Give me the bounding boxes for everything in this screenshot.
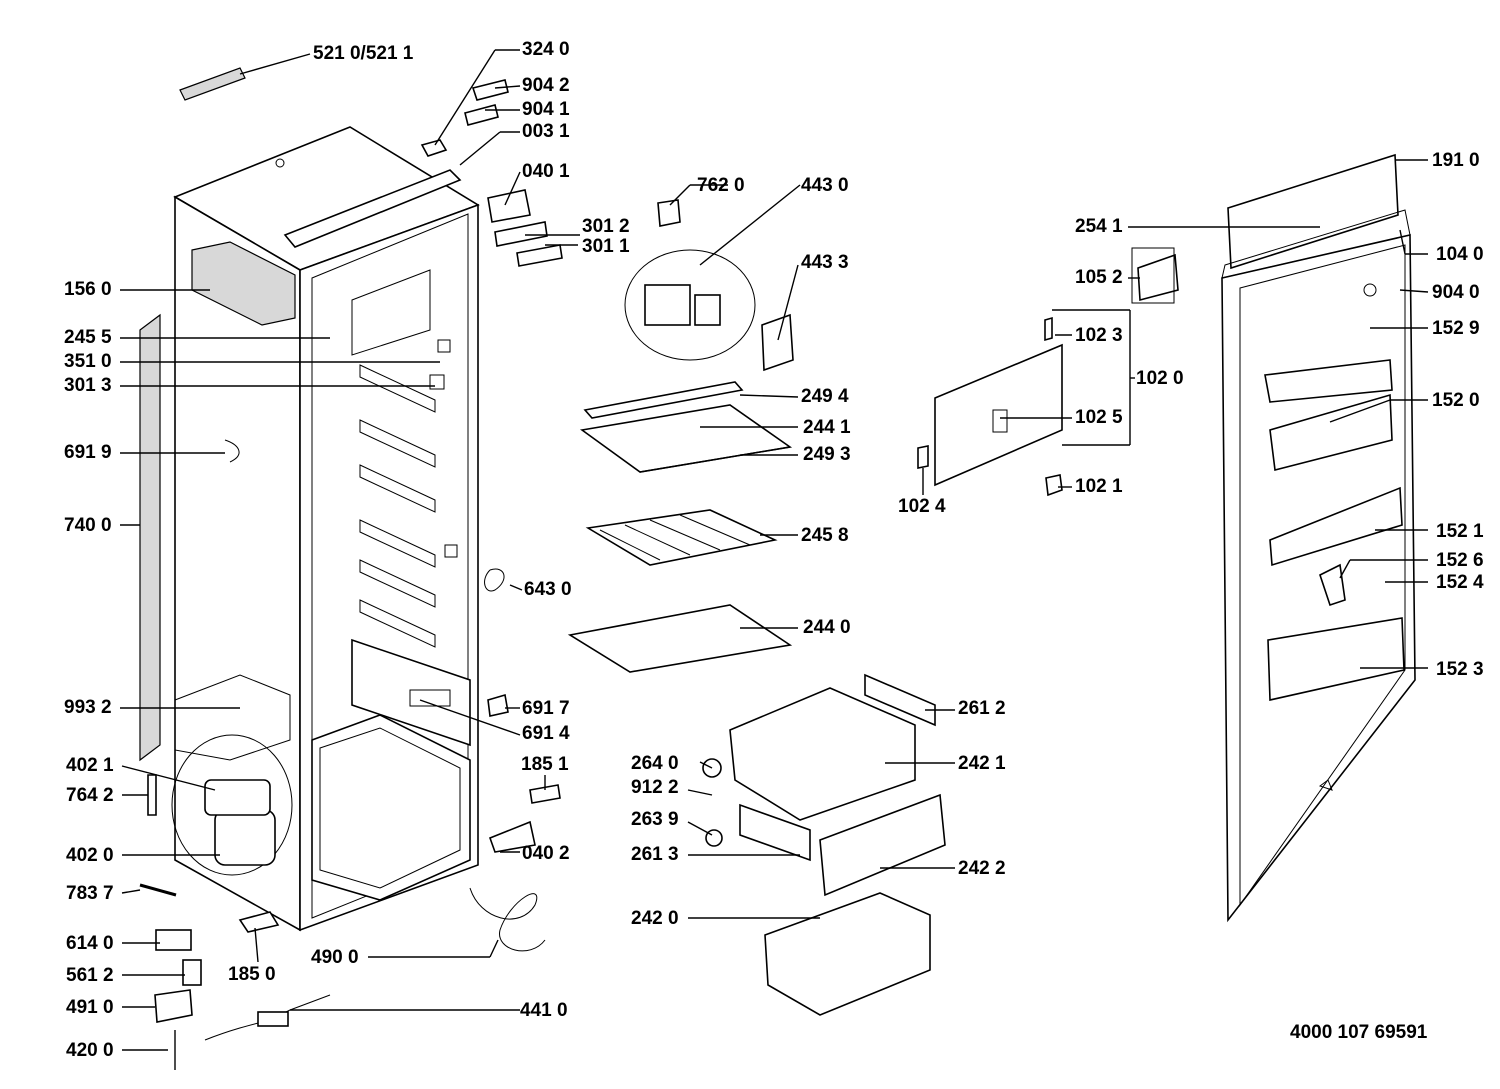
small-parts-drawing (139, 439, 561, 1070)
part-label-740-0: 740 0 (64, 515, 112, 536)
part-label-102-1: 102 1 (1075, 476, 1123, 497)
part-label-264-0: 264 0 (631, 753, 679, 774)
part-label-993-2: 993 2 (64, 697, 112, 718)
part-label-152-9: 152 9 (1432, 318, 1480, 339)
part-label-156-0: 156 0 (64, 279, 112, 300)
part-label-783-7: 783 7 (66, 883, 114, 904)
part-label-324-0: 324 0 (522, 39, 570, 60)
part-label-185-0: 185 0 (228, 964, 276, 985)
part-label-040-1: 040 1 (522, 161, 570, 182)
part-label-245-5: 245 5 (64, 327, 112, 348)
part-label-003-1: 003 1 (522, 121, 570, 142)
document-number: 4000 107 69591 (1290, 1022, 1428, 1043)
part-label-443-0: 443 0 (801, 175, 849, 196)
part-label-152-0: 152 0 (1432, 390, 1480, 411)
part-label-904-0: 904 0 (1432, 282, 1480, 303)
leader-lines (120, 49, 1429, 1051)
part-label-152-6: 152 6 (1436, 550, 1484, 571)
part-label-301-2: 301 2 (582, 216, 630, 237)
part-label-301-1: 301 1 (582, 236, 630, 257)
shelves-drawing (567, 381, 793, 673)
part-label-242-1: 242 1 (958, 753, 1006, 774)
part-label-351-0: 351 0 (64, 351, 112, 372)
part-label-441-0: 441 0 (520, 1000, 568, 1021)
part-label-152-3: 152 3 (1436, 659, 1484, 680)
part-label-491-0: 491 0 (66, 997, 114, 1018)
part-label-402-1: 402 1 (66, 755, 114, 776)
freezer-flap-drawing (917, 247, 1179, 497)
part-label-762-0: 762 0 (697, 175, 745, 196)
part-label-643-0: 643 0 (524, 579, 572, 600)
part-label-249-3: 249 3 (803, 444, 851, 465)
cabinet-drawing (139, 126, 480, 932)
part-label-490-0: 490 0 (311, 947, 359, 968)
part-label-040-2: 040 2 (522, 843, 570, 864)
part-label-263-9: 263 9 (631, 809, 679, 830)
control-unit-drawing (624, 199, 794, 372)
part-label-301-3: 301 3 (64, 375, 112, 396)
part-label-402-0: 402 0 (66, 845, 114, 866)
door-drawing (1221, 153, 1416, 923)
part-label-102-4: 102 4 (898, 496, 946, 517)
part-label-245-8: 245 8 (801, 525, 849, 546)
part-label-152-1: 152 1 (1436, 521, 1484, 542)
part-label-614-0: 614 0 (66, 933, 114, 954)
part-label-105-2: 105 2 (1075, 267, 1123, 288)
part-label-691-7: 691 7 (522, 698, 570, 719)
part-label-185-1: 185 1 (521, 754, 569, 775)
part-label-242-2: 242 2 (958, 858, 1006, 879)
part-label-102-3: 102 3 (1075, 325, 1123, 346)
part-label-152-4: 152 4 (1436, 572, 1484, 593)
part-label-249-4: 249 4 (801, 386, 849, 407)
part-label-561-2: 561 2 (66, 965, 114, 986)
part-label-244-1: 244 1 (803, 417, 851, 438)
part-label-443-3: 443 3 (801, 252, 849, 273)
part-label-261-2: 261 2 (958, 698, 1006, 719)
part-label-242-0: 242 0 (631, 908, 679, 929)
part-label-261-3: 261 3 (631, 844, 679, 865)
part-label-764-2: 764 2 (66, 785, 114, 806)
part-label-420-0: 420 0 (66, 1040, 114, 1061)
part-label-691-4: 691 4 (522, 723, 570, 744)
part-label-691-9: 691 9 (64, 442, 112, 463)
part-label-521-0: 521 0/521 1 (313, 43, 414, 64)
part-label-191-0: 191 0 (1432, 150, 1480, 171)
part-label-904-2: 904 2 (522, 75, 570, 96)
part-label-912-2: 912 2 (631, 777, 679, 798)
part-label-904-1: 904 1 (522, 99, 570, 120)
part-label-254-1: 254 1 (1075, 216, 1123, 237)
brand-badge-drawing (179, 67, 246, 101)
drawers-drawing (702, 673, 946, 1016)
part-label-104-0: 104 0 (1436, 244, 1484, 265)
part-label-102-5: 102 5 (1075, 407, 1123, 428)
part-label-244-0: 244 0 (803, 617, 851, 638)
part-label-102-0: 102 0 (1136, 368, 1184, 389)
